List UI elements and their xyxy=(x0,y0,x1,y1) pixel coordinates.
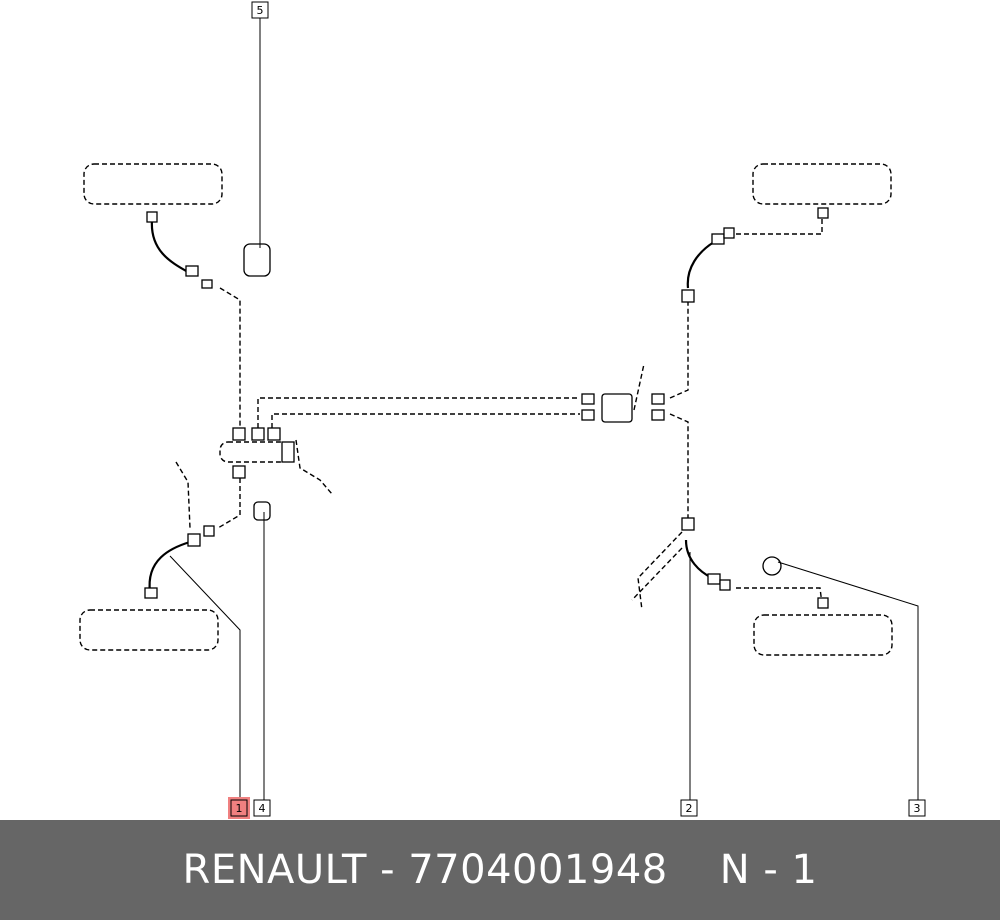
part-3-grommet xyxy=(762,556,782,576)
part-5-clip xyxy=(243,243,271,277)
wheel-front-right xyxy=(752,163,892,205)
footer-bar: RENAULT - 7704001948 N - 1 xyxy=(0,820,1000,920)
callout-3[interactable]: 3 xyxy=(908,799,926,817)
hose-rear-left xyxy=(148,540,191,593)
callout-1[interactable]: 1 xyxy=(228,797,250,819)
callout-3-label: 3 xyxy=(914,802,921,815)
brake-line-diagram: 1 4 5 2 3 xyxy=(79,1,926,819)
pipe-main-upper xyxy=(257,397,580,428)
part-4-grommet xyxy=(253,501,271,521)
callout-4-label: 4 xyxy=(259,802,266,815)
bracket-right-arrow xyxy=(637,531,683,611)
valve-lever xyxy=(633,363,645,411)
hose-front-right xyxy=(686,241,715,289)
pipe-right-upper xyxy=(669,300,689,399)
leader-3 xyxy=(777,561,919,800)
callout-1-box xyxy=(228,797,250,819)
callout-5-label: 5 xyxy=(257,4,264,17)
pressure-valve xyxy=(601,393,633,423)
hose-front-left xyxy=(150,219,189,273)
wheel-rear-right xyxy=(753,614,893,656)
wheel-rear-left xyxy=(79,609,219,651)
master-cylinder xyxy=(219,441,289,463)
footer-position: N - 1 xyxy=(719,847,818,893)
bracket-right-arrow-2 xyxy=(631,547,683,601)
wheel-front-left xyxy=(83,163,223,205)
leader-1 xyxy=(169,555,241,800)
footer-part-number: RENAULT - 7704001948 xyxy=(182,847,668,893)
pipe-left-rear xyxy=(217,478,241,529)
callout-2[interactable]: 2 xyxy=(680,799,698,817)
bracket-left-arrow xyxy=(175,461,191,529)
callout-5[interactable]: 5 xyxy=(251,1,269,19)
pipe-right-lower xyxy=(669,413,689,520)
pipe-master-outlet xyxy=(295,439,333,495)
callout-1-label: 1 xyxy=(236,802,243,815)
pipe-main-lower xyxy=(271,413,580,428)
callout-2-label: 2 xyxy=(686,802,693,815)
pipe-left-vertical xyxy=(219,287,241,428)
pipe-right-rear-cross xyxy=(736,587,823,605)
pipe-right-front-cross xyxy=(736,214,823,235)
callout-4[interactable]: 4 xyxy=(253,799,271,817)
